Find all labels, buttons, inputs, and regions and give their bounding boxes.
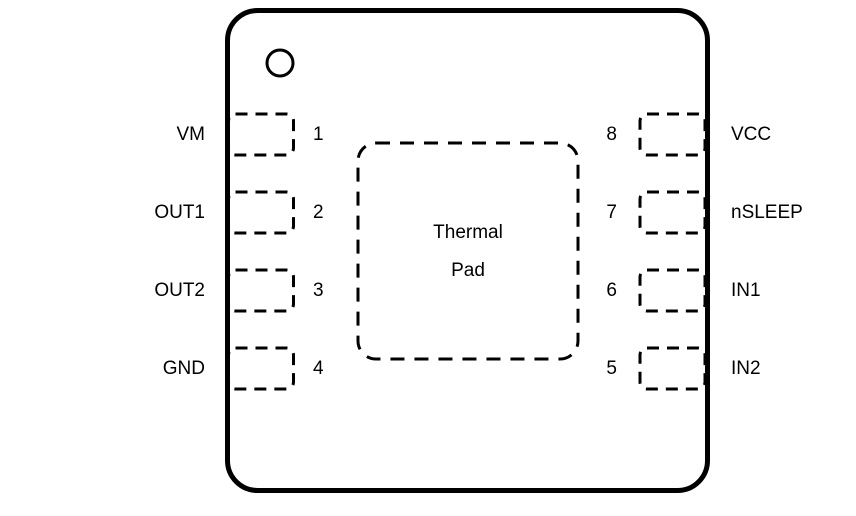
pin-label-vm: VM (176, 124, 206, 145)
thermal-pad-label: Thermal Pad (358, 143, 578, 359)
pin-pad-6 (638, 268, 707, 313)
pin-number-4: 4 (313, 358, 324, 379)
pin-label-in1: IN1 (731, 280, 761, 301)
pin-pad-2 (227, 190, 295, 235)
pin-number-7: 7 (606, 202, 617, 223)
pin-number-1: 1 (313, 124, 324, 145)
pin-pad-3 (227, 268, 295, 313)
pin-label-out2: OUT2 (154, 280, 205, 301)
pin-label-out1: OUT1 (154, 202, 205, 223)
pin-pad-1 (227, 112, 295, 157)
package-outline (225, 8, 710, 493)
pin-number-6: 6 (606, 280, 617, 301)
pin-number-3: 3 (313, 280, 324, 301)
thermal-pad-label-line1: Thermal (433, 221, 503, 243)
pin-pad-5 (638, 346, 707, 391)
pin-number-5: 5 (606, 358, 617, 379)
thermal-pad-outline (356, 141, 580, 361)
pin-pad-8 (638, 112, 707, 157)
pin-label-nsleep: nSLEEP (731, 202, 803, 223)
pin-number-2: 2 (313, 202, 324, 223)
pin-label-in2: IN2 (731, 358, 761, 379)
thermal-pad-label-line2: Pad (451, 259, 485, 281)
pin-label-vcc: VCC (731, 124, 772, 145)
pin1-indicator-circle (265, 48, 295, 78)
pin-label-gnd: GND (162, 358, 205, 379)
pin-pad-4 (227, 346, 295, 391)
pin-number-8: 8 (606, 124, 617, 145)
pin-pad-7 (638, 190, 707, 235)
